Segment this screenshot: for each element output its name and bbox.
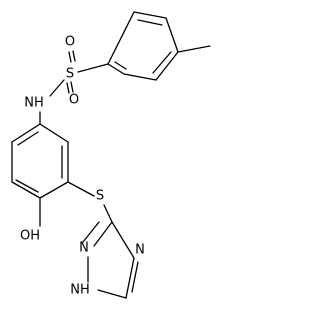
- sulfonyl-s-label: S: [66, 67, 74, 82]
- bond: [11, 181, 41, 199]
- bond: [152, 51, 172, 74]
- bond: [114, 61, 127, 70]
- bond: [39, 181, 69, 199]
- bond: [93, 221, 113, 247]
- sulfonyl-o-bottom-label: O: [69, 93, 79, 108]
- bond: [68, 51, 72, 63]
- triazole-n-label: N: [135, 243, 145, 258]
- bond: [11, 123, 41, 143]
- bond: [72, 50, 76, 62]
- bond: [82, 221, 100, 243]
- bond: [49, 79, 65, 97]
- triazole-n-label: N: [79, 241, 89, 256]
- bond: [131, 261, 139, 293]
- amine-nh-label: NH: [24, 96, 44, 111]
- bond: [66, 82, 70, 94]
- bond: [123, 73, 157, 81]
- bond: [70, 81, 74, 93]
- bond: [165, 17, 179, 53]
- thioether-bond: [103, 204, 113, 223]
- hydroxyl-label: OH: [20, 229, 40, 244]
- sulfonyl-o-top-label: O: [65, 35, 75, 50]
- chemical-structure: S O O NH OH S N N NH: [11, 11, 211, 299]
- thioether-bond: [67, 181, 95, 197]
- bond: [107, 63, 125, 75]
- thioether-s-label: S: [96, 189, 104, 204]
- bond: [111, 221, 135, 259]
- bond: [17, 131, 39, 146]
- triazole-nh-label: NH: [70, 283, 90, 298]
- bond: [97, 289, 127, 299]
- bond: [125, 257, 135, 299]
- bond: [155, 51, 179, 81]
- bond: [39, 123, 69, 143]
- toluene-ring: [107, 11, 179, 81]
- bond: [137, 19, 163, 26]
- triazole-ring: [82, 221, 139, 299]
- bond: [107, 11, 135, 65]
- methyl-bond: [177, 45, 211, 53]
- bond: [133, 11, 167, 19]
- phenol-ring: [11, 123, 69, 199]
- bond: [15, 179, 39, 193]
- bond: [77, 63, 109, 73]
